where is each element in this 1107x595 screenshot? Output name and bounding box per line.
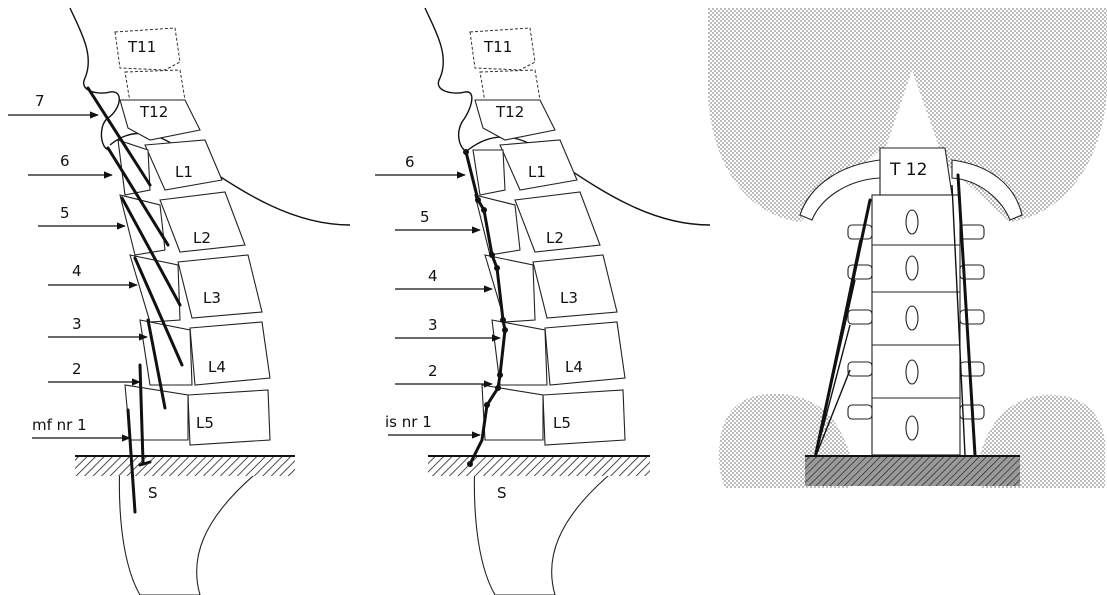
label-t11: T11 xyxy=(127,38,156,56)
back-contour xyxy=(425,8,472,152)
middle-panel-interspinales: T11 T12 L1 L2 L3 L4 L5 S 6 5 4 3 2 is nr… xyxy=(375,8,710,595)
fascicle-label-3: 3 xyxy=(428,316,438,334)
ground-hatch xyxy=(75,456,295,476)
label-t12: T 12 xyxy=(889,160,927,180)
label-s: S xyxy=(497,484,507,502)
label-s: S xyxy=(148,484,158,502)
vertebra-l3 xyxy=(178,255,262,318)
right-panel-posterior-view: T 12 xyxy=(708,8,1107,488)
label-l2: L2 xyxy=(193,229,211,247)
fascicle-label-4: 4 xyxy=(428,267,438,285)
label-l2: L2 xyxy=(546,229,564,247)
fascicle-label-mf1: mf nr 1 xyxy=(32,416,87,434)
fascicle-label-3: 3 xyxy=(72,315,82,333)
label-l1: L1 xyxy=(528,163,546,181)
ground-hatch xyxy=(805,456,1020,486)
fascicle-label-is1: is nr 1 xyxy=(385,413,432,431)
fascicle-label-6: 6 xyxy=(405,153,415,171)
label-l5: L5 xyxy=(196,414,214,432)
sacrum xyxy=(474,460,615,595)
fascicle-label-2: 2 xyxy=(428,362,438,380)
label-l5: L5 xyxy=(553,414,571,432)
fascicle-label-5: 5 xyxy=(60,204,70,222)
label-t11: T11 xyxy=(483,38,512,56)
fascicle-label-2: 2 xyxy=(72,360,82,378)
back-contour xyxy=(70,8,119,150)
label-l1: L1 xyxy=(175,163,193,181)
fascicle-label-5: 5 xyxy=(420,208,430,226)
fascicle-label-4: 4 xyxy=(72,262,82,280)
sacrum xyxy=(119,460,260,595)
label-l4: L4 xyxy=(565,358,583,376)
left-panel-multifidus: T11 T12 L1 L2 L3 L4 L5 S 7 6 5 4 3 2 mf … xyxy=(8,8,350,595)
label-l3: L3 xyxy=(203,289,221,307)
vertebra-l4 xyxy=(190,322,270,385)
fascicle-label-6: 6 xyxy=(60,152,70,170)
label-l4: L4 xyxy=(208,358,226,376)
fascicle-label-7: 7 xyxy=(35,92,45,110)
vertebra-l3 xyxy=(533,255,617,318)
label-l3: L3 xyxy=(560,289,578,307)
label-t12: T12 xyxy=(139,103,168,121)
vertebra-l4 xyxy=(545,322,625,385)
ground-hatch xyxy=(428,456,650,476)
label-t12: T12 xyxy=(495,103,524,121)
